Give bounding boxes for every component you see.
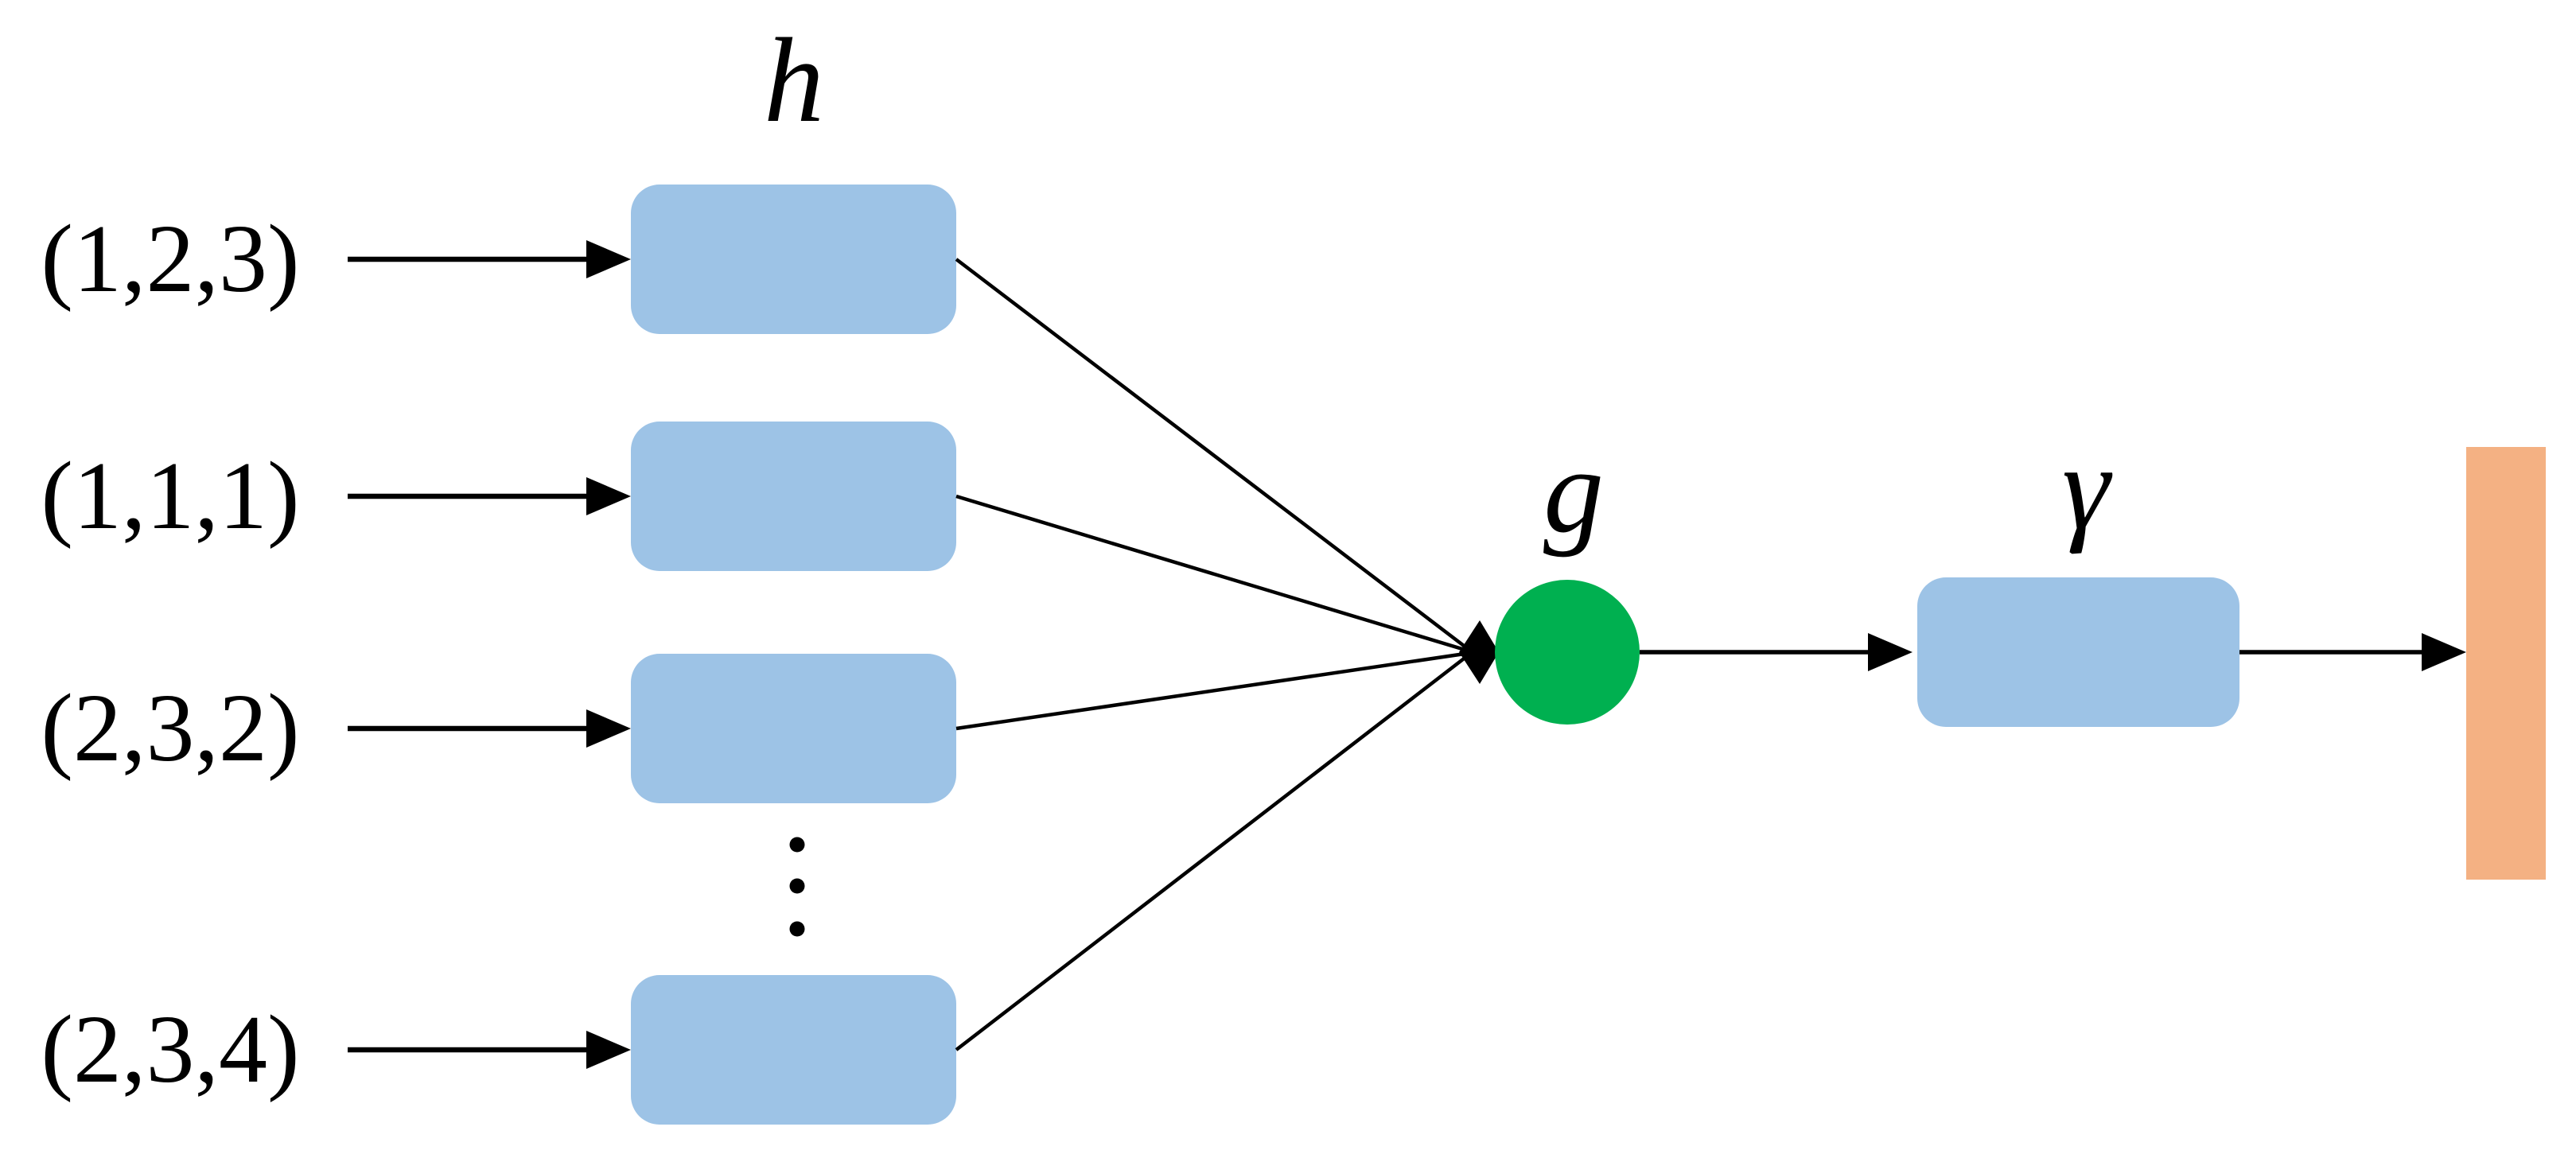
input-arrows bbox=[348, 240, 631, 1069]
converge-line-3 bbox=[955, 651, 1471, 731]
h-boxes bbox=[631, 185, 956, 1125]
converge-line-1 bbox=[955, 258, 1472, 652]
ellipsis-dot-2 bbox=[789, 878, 805, 894]
input-arrow-1 bbox=[348, 240, 631, 278]
ellipsis-dot-1 bbox=[789, 837, 805, 853]
h-box-4 bbox=[631, 975, 956, 1125]
aggregator-node bbox=[1495, 580, 1640, 725]
gamma-box bbox=[1917, 577, 2239, 727]
converge-line-4 bbox=[955, 652, 1472, 1051]
h-box-2 bbox=[631, 422, 956, 571]
arrowhead-icon bbox=[586, 709, 631, 748]
arrowhead-icon bbox=[2422, 633, 2466, 671]
converge-line-2 bbox=[955, 494, 1471, 654]
input-label-4: (2,3,4) bbox=[41, 996, 299, 1103]
arrowhead-icon bbox=[586, 477, 631, 515]
input-arrow-3 bbox=[348, 709, 631, 748]
input-label-3: (2,3,2) bbox=[41, 674, 299, 782]
vertical-ellipsis-icon bbox=[789, 837, 805, 937]
ellipsis-dot-3 bbox=[789, 921, 805, 937]
arrowhead-icon bbox=[586, 240, 631, 278]
input-label-2: (1,1,1) bbox=[41, 442, 299, 550]
h-function-label: h bbox=[764, 14, 824, 147]
output-bar bbox=[2466, 447, 2546, 880]
arrow-gamma-to-output bbox=[2239, 633, 2466, 671]
converging-lines bbox=[955, 258, 1472, 1051]
junction-diamond-icon bbox=[1459, 620, 1499, 684]
h-box-1 bbox=[631, 185, 956, 334]
input-labels: (1,2,3) (1,1,1) (2,3,2) (2,3,4) bbox=[41, 205, 299, 1103]
g-function-label: g bbox=[1543, 424, 1604, 558]
gamma-function-label: γ bbox=[2062, 421, 2113, 554]
input-label-1: (1,2,3) bbox=[41, 205, 299, 313]
arrow-aggregator-to-gamma bbox=[1640, 633, 1913, 671]
arrowhead-icon bbox=[1868, 633, 1913, 671]
input-arrow-2 bbox=[348, 477, 631, 515]
arrowhead-icon bbox=[586, 1031, 631, 1069]
h-box-3 bbox=[631, 654, 956, 803]
input-arrow-4 bbox=[348, 1031, 631, 1069]
